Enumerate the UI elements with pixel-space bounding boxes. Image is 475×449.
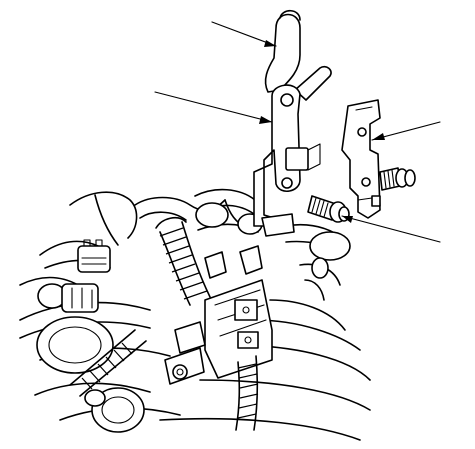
harness-conduit-left (69, 329, 147, 397)
support-bracket-long (253, 84, 321, 237)
callout-bracket-right (371, 121, 441, 141)
callout-bracket-left (154, 91, 273, 124)
main-hose (264, 9, 332, 101)
right-hoses (159, 223, 371, 441)
connector-left-lower (37, 283, 99, 313)
center-bracket-block (164, 245, 273, 385)
harness-conduit-lower (235, 355, 259, 431)
bolt-right (379, 167, 416, 191)
callout-hose (211, 21, 277, 47)
callout-leaders (154, 21, 441, 243)
upper-hoses (134, 188, 263, 235)
flange-bolt (307, 195, 350, 223)
support-bracket-right (341, 99, 381, 219)
sensor-housing-left (36, 316, 145, 433)
callout-bolt (341, 215, 441, 243)
connector-left-upper (77, 239, 111, 273)
harness-conduit-center (155, 216, 211, 306)
